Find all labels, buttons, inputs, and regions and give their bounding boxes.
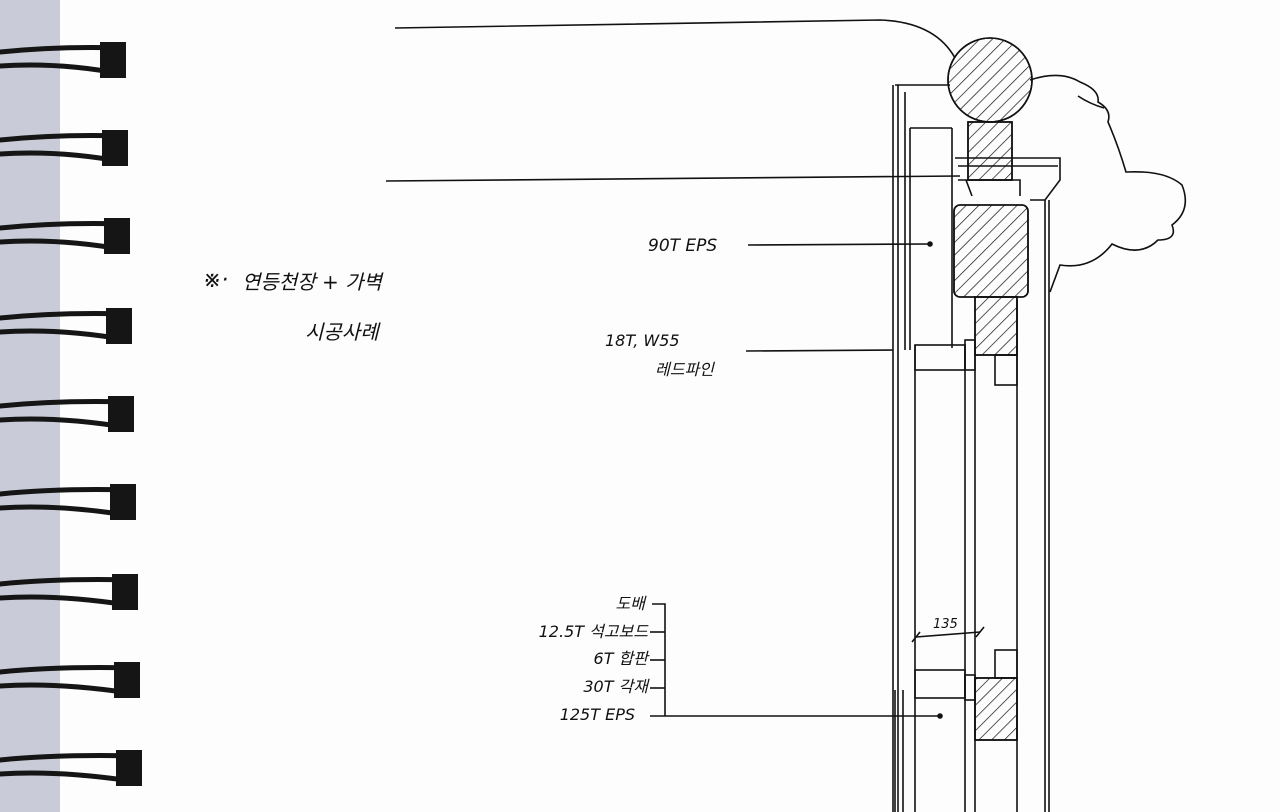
coil [0,308,132,344]
layer-lumber: 30T 각재 [583,677,648,696]
ceiling-line [385,175,961,182]
post-top [967,121,1013,181]
note-mark: ※· [203,268,229,293]
coil [0,218,130,254]
spiral-coils [0,42,142,786]
foliage-outline [1029,74,1187,293]
layer-eps-125t: 125T EPS [559,705,635,724]
beam-section [953,204,1029,298]
callout-redpine-name: 레드파인 [655,360,714,379]
layer-gypsum-board: 12.5T 석고보드 [538,622,648,641]
coil [0,574,138,610]
coil [0,750,142,786]
post-bottom [974,677,1018,741]
stud-block [914,344,966,371]
note-title: 연등천장 + 가벽 [242,270,382,294]
paper-sheet [60,0,1280,812]
roof-line [394,19,956,59]
coil [0,130,128,166]
coil [0,662,140,698]
leader-line [747,243,931,246]
callout-eps-90t: 90T EPS [648,236,718,256]
coil [0,396,134,432]
stud-block [914,669,966,699]
coil [0,484,136,520]
dimension-line [915,631,981,638]
dimension-135: 135 [933,617,958,632]
coil [0,42,126,78]
layer-wallpaper: 도배 [615,594,645,613]
post-mid [974,296,1018,356]
layer-plywood: 6T 합판 [593,649,648,668]
leader-line [745,349,894,352]
callout-redpine-size: 18T, W55 [605,331,680,350]
drawing-linework [385,19,1187,812]
note-subtitle: 시공사례 [305,320,379,344]
layer-bracket [652,603,666,716]
